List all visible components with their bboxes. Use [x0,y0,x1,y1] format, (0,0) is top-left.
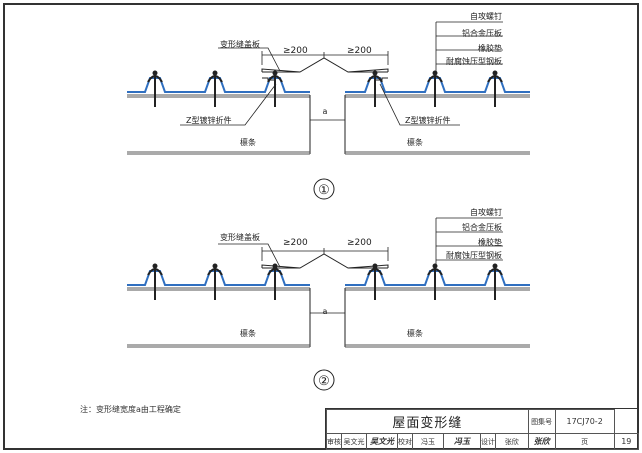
title-block: 屋面变形缝 图集号 17CJ70-2 审核 吴文光 吴文光 校对 冯玉 冯玉 设… [325,408,640,450]
purlin-left-label: 檩条 [240,328,256,338]
drawing-frame [3,3,639,450]
screw-head [492,70,498,76]
atlas-no-label: 图集号 [527,409,556,434]
screw-head [152,70,158,76]
layer-label-gasket: 橡胶垫 [478,237,502,247]
layer-label-screw: 自攻螺钉 [470,207,502,217]
screw-head [212,263,218,269]
detail-2: 变形缝盖板 ≥200 ≥200 a 檩条 檩条 自攻螺钉 铝合金压板 橡胶垫 耐… [127,207,530,391]
z-part-leader-right [379,83,460,126]
purlin-right-label: 檩条 [407,328,423,338]
z-part-right [376,77,388,81]
note-text: 注：变形缝宽度a由工程确定 [80,405,181,414]
screw-head [272,70,278,76]
purlin-left-label: 檩条 [240,137,256,147]
reviewer-signature: 吴文光 [366,433,398,450]
check-label: 校对 [397,433,413,450]
purlin-right-label: 檩条 [407,137,423,147]
screw-head [432,263,438,269]
dim-right-label: ≥200 [347,46,372,56]
cover-plate [261,57,389,73]
page-no: 19 [613,433,640,450]
cover-plate [261,253,389,269]
checker-signature: 冯玉 [443,433,481,450]
layer-label-clamp: 铝合金压板 [462,222,502,232]
dim-left-label: ≥200 [283,238,308,248]
layer-label-sheet: 耐腐蚀压型钢板 [446,250,502,260]
z-part-leader-left [180,83,277,126]
designer-name: 张欣 [495,433,529,450]
checker-name: 冯玉 [412,433,444,450]
detail-1: 变形缝盖板 ≥200 ≥200 Z型镀锌折件 Z型镀锌折件 a 檩条 檩条 自攻… [127,11,530,200]
cover-plate-label: 变形缝盖板 [220,39,260,49]
cover-plate-leader [218,47,281,72]
profiled-steel-sheet [345,270,530,286]
detail-number-circle [313,178,335,200]
z-part-right-label: Z型镀锌折件 [405,115,450,125]
screw-head [152,263,158,269]
design-label: 设计 [480,433,496,450]
drawing-title: 屋面变形缝 [326,409,529,434]
z-part-left-label: Z型镀锌折件 [186,115,231,125]
profiled-steel-sheet [345,77,530,93]
gap-label: a [323,307,328,316]
screw-head [432,70,438,76]
layer-label-sheet: 耐腐蚀压型钢板 [446,56,502,66]
review-label: 审核 [326,433,342,450]
reviewer-name: 吴文光 [341,433,367,450]
screw-head [212,70,218,76]
page-label: 页 [554,433,615,450]
detail-number: ① [318,183,330,198]
detail-number: ② [318,374,330,389]
gap-label: a [323,107,328,116]
designer-signature: 张欣 [527,433,556,450]
cover-plate-leader [218,243,281,268]
dim-right-label: ≥200 [347,238,372,248]
z-part-left [262,77,274,81]
screw-head [492,263,498,269]
layer-label-screw: 自攻螺钉 [470,11,502,21]
layer-label-clamp: 铝合金压板 [462,28,502,38]
cover-plate-label: 变形缝盖板 [220,232,260,242]
detail-number-circle [313,369,335,391]
dim-left-label: ≥200 [283,46,308,56]
atlas-no: 17CJ70-2 [554,409,615,434]
screw-head [372,70,378,76]
layer-label-gasket: 橡胶垫 [478,43,502,53]
